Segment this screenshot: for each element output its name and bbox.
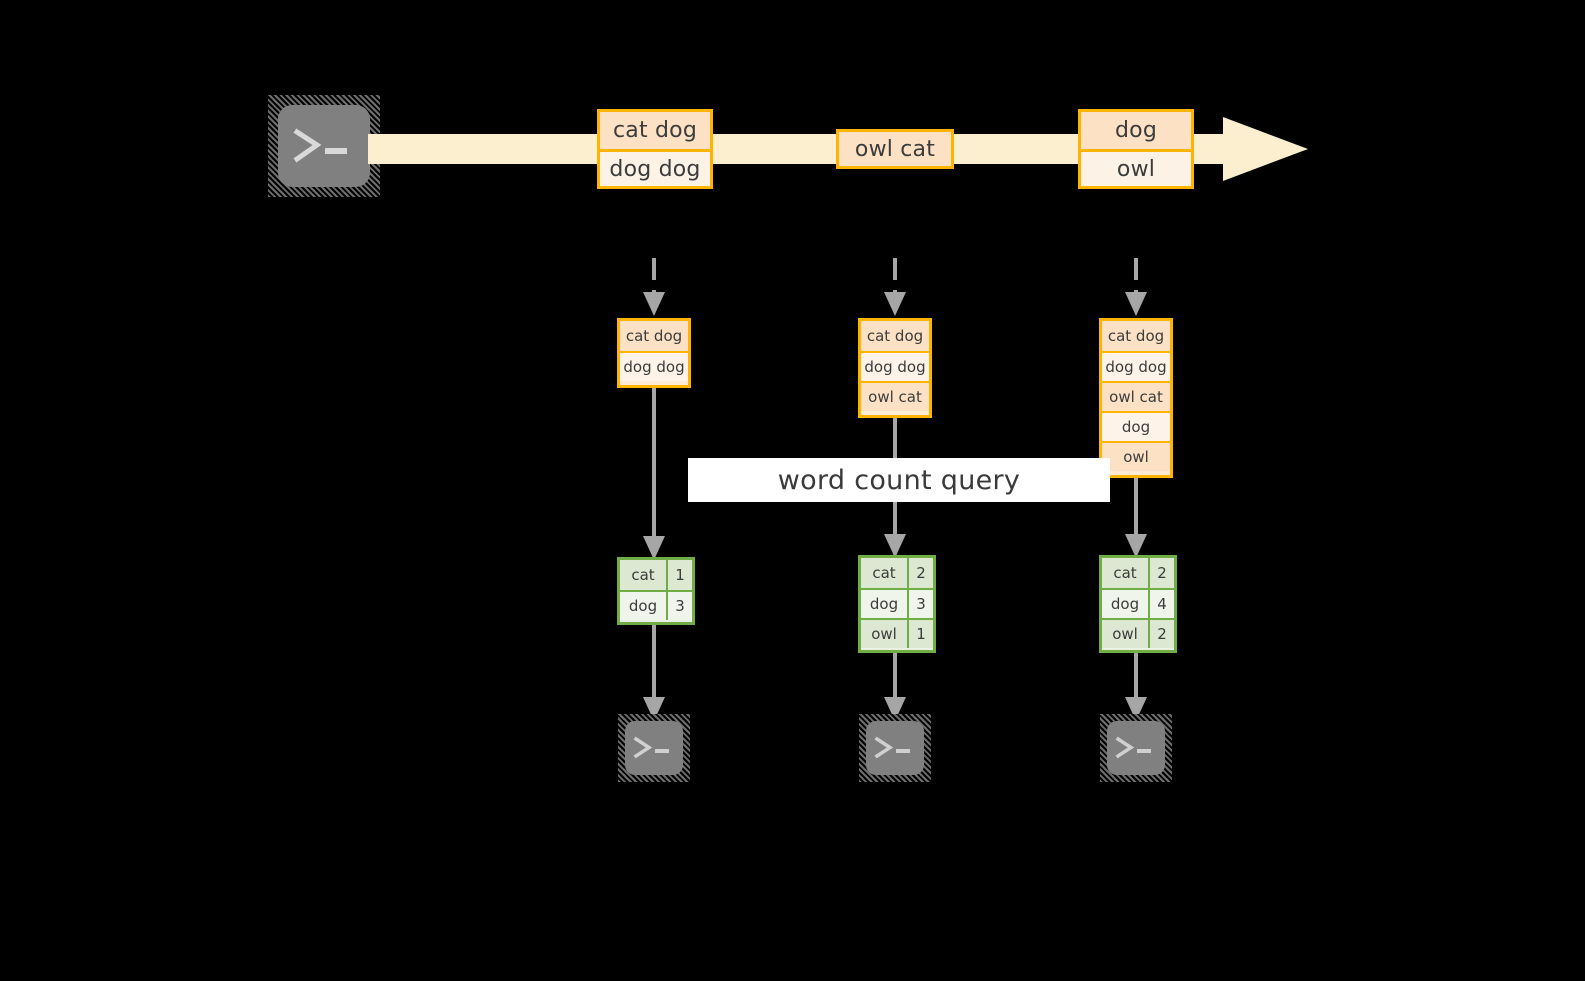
snapshot-2-result-table: cat 2 dog 3 owl 1 — [858, 555, 936, 653]
record-line: dog — [1081, 112, 1191, 149]
table-row: dog 3 — [861, 588, 933, 618]
feed-connector-2 — [884, 258, 906, 316]
terminal-body — [278, 105, 370, 187]
terminal-prompt-glyph — [268, 95, 380, 197]
table-row: cat 1 — [620, 560, 692, 590]
terminal-body — [625, 721, 683, 775]
query-connector-1 — [643, 388, 665, 560]
buffer-line: owl — [1102, 441, 1170, 471]
query-label-text: word count query — [777, 464, 1021, 496]
snapshot-1-buffer: cat dog dog dog — [617, 318, 691, 388]
snapshot-2-buffer: cat dog dog dog owl cat — [858, 318, 932, 418]
buffer-line: dog dog — [620, 351, 688, 381]
table-row: owl 1 — [861, 618, 933, 648]
buffer-line: cat dog — [861, 321, 929, 351]
buffer-line: cat dog — [1102, 321, 1170, 351]
result-word: dog — [1102, 590, 1148, 618]
table-row: cat 2 — [1102, 558, 1174, 588]
snapshot-1-result-table: cat 1 dog 3 — [617, 557, 695, 625]
table-row: dog 4 — [1102, 588, 1174, 618]
record-line: dog dog — [600, 149, 710, 186]
terminal-body — [1107, 721, 1165, 775]
terminal-prompt-glyph — [1100, 714, 1172, 782]
buffer-line: dog — [1102, 411, 1170, 441]
snapshot-3-buffer: cat dog dog dog owl cat dog owl — [1099, 318, 1173, 478]
record-line: owl — [1081, 149, 1191, 186]
sink-connector-1 — [643, 625, 665, 721]
stream-record-1: cat dog dog dog — [597, 109, 713, 189]
result-count: 1 — [666, 560, 692, 590]
buffer-line: owl cat — [1102, 381, 1170, 411]
result-word: cat — [620, 560, 666, 590]
result-word: cat — [1102, 558, 1148, 588]
buffer-line: owl cat — [861, 381, 929, 411]
buffer-line: dog dog — [861, 351, 929, 381]
sink-connector-2 — [884, 653, 906, 721]
result-count: 3 — [666, 592, 692, 620]
terminal-prompt-glyph — [618, 714, 690, 782]
snapshot-1-sink-terminal-icon — [618, 714, 690, 782]
result-count: 2 — [1148, 620, 1174, 648]
result-word: cat — [861, 558, 907, 588]
stream-record-3: dog owl — [1078, 109, 1194, 189]
table-row: cat 2 — [861, 558, 933, 588]
feed-connector-1 — [643, 258, 665, 316]
query-label-band: word count query — [688, 458, 1110, 502]
result-word: owl — [1102, 620, 1148, 648]
sink-connector-3 — [1125, 653, 1147, 721]
result-count: 3 — [907, 590, 933, 618]
record-line: cat dog — [600, 112, 710, 149]
result-word: dog — [620, 592, 666, 620]
result-count: 4 — [1148, 590, 1174, 618]
result-word: dog — [861, 590, 907, 618]
result-count: 1 — [907, 620, 933, 648]
result-count: 2 — [1148, 558, 1174, 588]
result-word: owl — [861, 620, 907, 648]
result-count: 2 — [907, 558, 933, 588]
feed-connector-3 — [1125, 258, 1147, 316]
buffer-line: cat dog — [620, 321, 688, 351]
snapshot-2-sink-terminal-icon — [859, 714, 931, 782]
snapshot-3-sink-terminal-icon — [1100, 714, 1172, 782]
source-terminal-icon — [268, 95, 380, 197]
snapshot-3-result-table: cat 2 dog 4 owl 2 — [1099, 555, 1177, 653]
table-row: dog 3 — [620, 590, 692, 620]
terminal-prompt-glyph — [859, 714, 931, 782]
stream-record-2: owl cat — [836, 129, 954, 169]
buffer-line: dog dog — [1102, 351, 1170, 381]
terminal-body — [866, 721, 924, 775]
record-line: owl cat — [839, 132, 951, 166]
query-connector-3 — [1125, 478, 1147, 558]
table-row: owl 2 — [1102, 618, 1174, 648]
